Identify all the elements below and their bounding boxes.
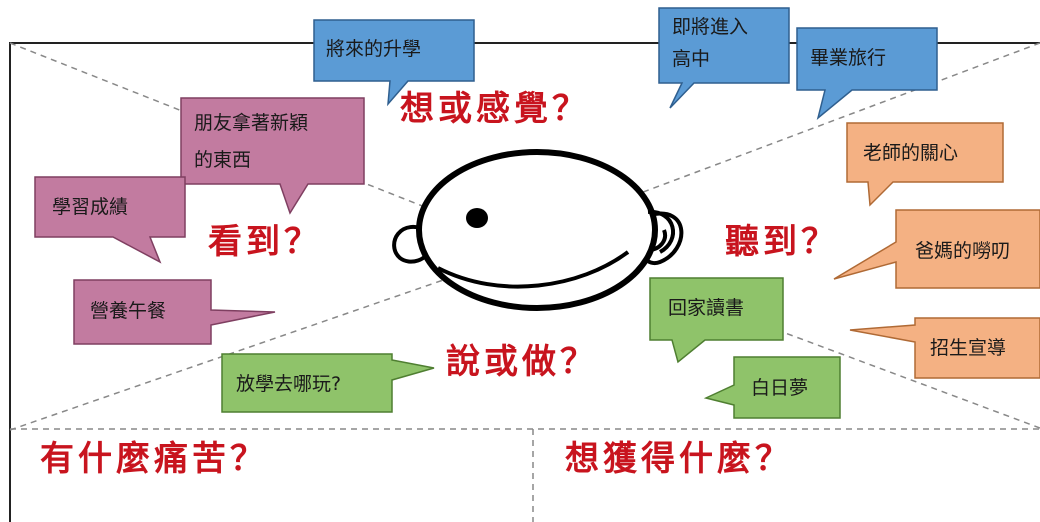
bubble-grades (34, 176, 186, 264)
bubble-text-enter-high-school-line2: 高中 (672, 48, 711, 70)
heading-hear: 聽到？ (725, 222, 839, 262)
face-icon (392, 149, 684, 311)
bubble-text-grades: 學習成績 (52, 196, 129, 218)
bubble-text-admission-promo: 招生宣導 (930, 337, 1007, 359)
bubble-text-teacher-care: 老師的關心 (863, 142, 959, 164)
bubble-where-to-play (221, 353, 435, 413)
bubble-text-nutritious-lunch: 營養午餐 (90, 300, 167, 322)
heading-gain: 想獲得什麼？ (565, 439, 793, 479)
bubble-text-parents-nagging: 爸媽的嘮叨 (915, 240, 1011, 262)
divider-diagonal-bottom-right (744, 317, 1040, 429)
bubble-text-graduation-trip: 畢業旅行 (810, 47, 887, 69)
heading-pain: 有什麼痛苦？ (40, 439, 268, 479)
bubble-future-study (313, 19, 475, 107)
bubble-text-friends-new-stuff-line2: 的東西 (194, 149, 252, 171)
bubble-text-daydream: 白日夢 (751, 377, 809, 399)
bubble-text-go-home-study: 回家讀書 (668, 297, 745, 319)
bubble-admission-promo (849, 317, 1040, 379)
heading-say-do: 說或做？ (446, 342, 598, 382)
bubble-text-where-to-play: 放學去哪玩? (236, 373, 342, 395)
bubble-enter-high-school (658, 7, 790, 109)
bubble-text-enter-high-school-line1: 即將進入 (672, 16, 749, 38)
bubble-daydream (703, 356, 841, 419)
bubble-text-friends-new-stuff-line1: 朋友拿著新穎 (194, 112, 309, 134)
bubble-parents-nagging (833, 209, 1040, 289)
bubble-text-future-study: 將來的升學 (326, 38, 422, 60)
bubble-graduation-trip (796, 27, 938, 121)
heading-think-feel: 想或感覺？ (400, 89, 590, 129)
divider-diagonal-right (621, 42, 1040, 201)
bubble-friends-new-stuff (180, 97, 365, 215)
divider-diagonal-bottom-left (9, 267, 479, 431)
bubble-go-home-study (649, 277, 784, 364)
heading-see: 看到？ (208, 222, 322, 262)
bubble-nutritious-lunch (73, 279, 276, 345)
bubble-teacher-care (846, 122, 1004, 207)
divider-diagonal-left (9, 42, 479, 229)
